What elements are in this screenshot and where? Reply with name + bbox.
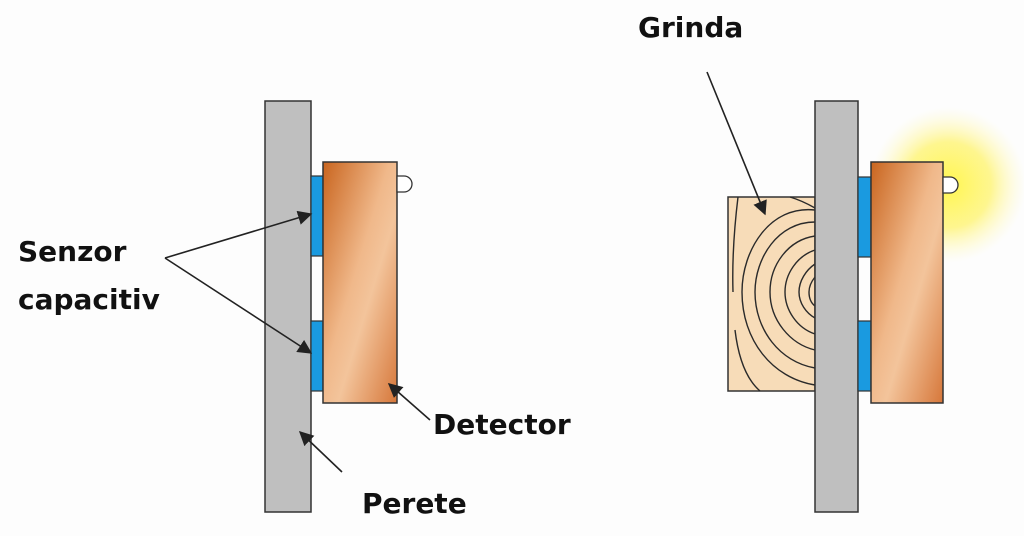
- wall-right: [814, 100, 859, 513]
- label-capacitive-sensor: Senzor capacitiv: [18, 228, 160, 324]
- label-sensor-line1: Senzor: [18, 235, 127, 268]
- detector-body-right: [870, 161, 944, 404]
- wood-beam: [727, 196, 816, 392]
- label-wall: Perete: [362, 487, 467, 520]
- label-sensor-line2: capacitiv: [18, 283, 160, 316]
- detector-led-left: [396, 175, 413, 193]
- arrow-sensor-bottom: [164, 257, 313, 354]
- arrow-wall: [298, 431, 343, 473]
- arrow-sensor-top: [164, 210, 313, 259]
- sensor-pad-top-left: [310, 175, 324, 257]
- detector-body-left: [322, 161, 398, 404]
- label-beam: Grinda: [638, 11, 744, 44]
- sensor-pad-bottom-right: [857, 320, 872, 392]
- detector-led-right: [942, 176, 959, 194]
- label-detector: Detector: [433, 408, 571, 441]
- sensor-pad-top-right: [857, 176, 872, 258]
- right-scene: [706, 71, 1024, 513]
- wall-left: [264, 100, 312, 513]
- left-scene: [164, 100, 431, 513]
- arrow-detector: [387, 383, 431, 421]
- sensor-pad-bottom-left: [310, 320, 324, 392]
- arrow-beam: [706, 71, 767, 216]
